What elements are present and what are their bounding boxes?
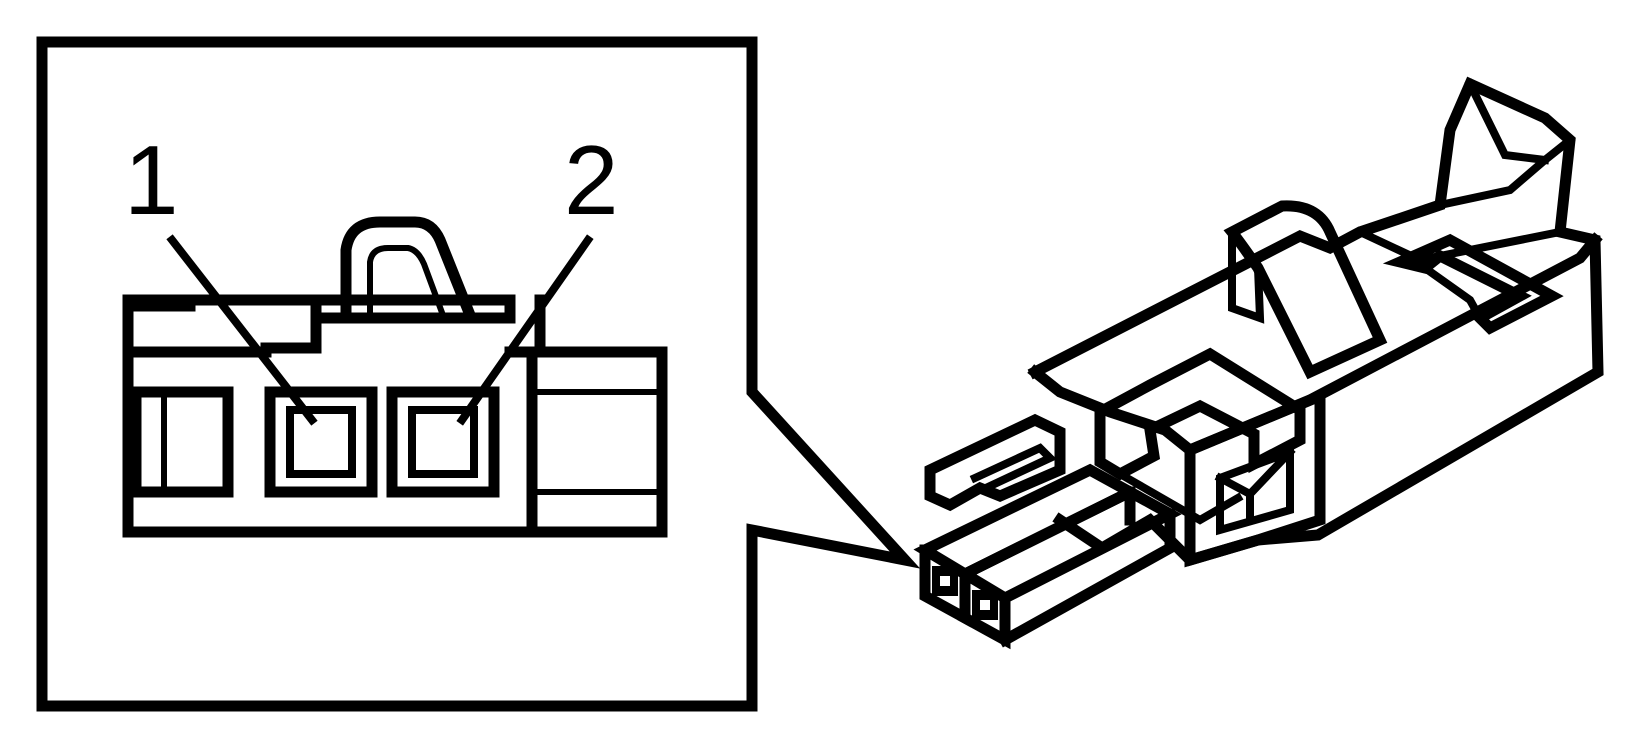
nose-body: [1184, 387, 1326, 568]
pin-cavity-1-outer: [264, 386, 378, 498]
pin-cavity-1-inner: [286, 406, 356, 478]
left-deck-slot: [969, 443, 1057, 492]
housing-outline: [1027, 76, 1604, 567]
callout-box: [36, 36, 921, 712]
pin-cavity-2-outer: [386, 386, 500, 498]
left-deck: [924, 413, 1066, 512]
callout-frame: [36, 36, 921, 712]
rear-slot-inner: [1419, 262, 1486, 324]
pin-2-label: 2: [564, 125, 619, 235]
latch-tab: [1223, 200, 1388, 380]
pin-1-label: 1: [124, 125, 179, 235]
connector-end-view: 1 2: [122, 125, 668, 538]
terminal-2-hole: [980, 600, 990, 610]
left-block-outer: [130, 386, 234, 498]
rear-ridge: [1435, 78, 1576, 210]
connector-isometric: [913, 76, 1604, 650]
right-block: [526, 346, 668, 538]
rear-ridge-2: [1354, 226, 1565, 265]
pin-1-leader: [166, 234, 318, 426]
terminal-1-hole: [940, 576, 950, 586]
latch-tab-side: [1228, 228, 1265, 324]
latch-inner: [367, 245, 448, 322]
nose-window: [1214, 446, 1296, 536]
pin-cavity-2-inner: [408, 406, 478, 478]
pin-2-leader: [456, 234, 594, 426]
latch-loop: [340, 216, 478, 324]
front-slot-inner: [1144, 401, 1260, 440]
